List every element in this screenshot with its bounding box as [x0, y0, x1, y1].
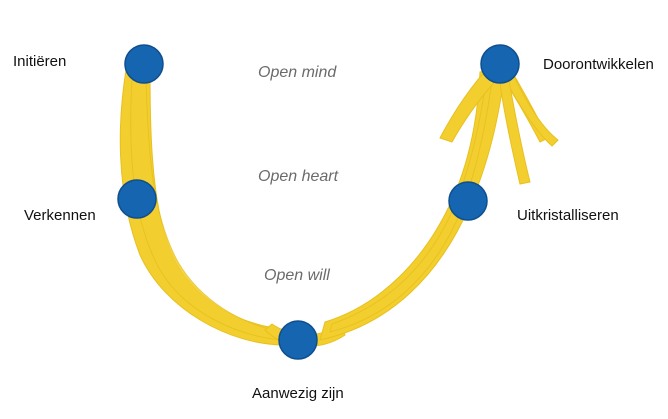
label-aanwezig: Aanwezig zijn	[252, 385, 344, 402]
node-verkennen	[117, 179, 157, 219]
level-open-will: Open will	[264, 267, 330, 284]
node-aanwezig	[278, 320, 318, 360]
stage-nodes	[117, 44, 520, 360]
level-open-heart: Open heart	[258, 168, 339, 185]
label-doorontwikkelen: Doorontwikkelen	[543, 56, 654, 73]
node-doorontwikkelen	[480, 44, 520, 84]
level-open-mind: Open mind	[258, 64, 337, 81]
node-initieren	[124, 44, 164, 84]
label-initieren: Initiëren	[13, 53, 67, 70]
yellow-brush-u-curve	[119, 54, 559, 347]
label-verkennen: Verkennen	[24, 207, 96, 224]
node-uitkristalliseren	[448, 181, 488, 221]
arrowhead-right-stroke-3	[497, 61, 531, 185]
label-uitkristalliseren: Uitkristalliseren	[517, 207, 619, 224]
